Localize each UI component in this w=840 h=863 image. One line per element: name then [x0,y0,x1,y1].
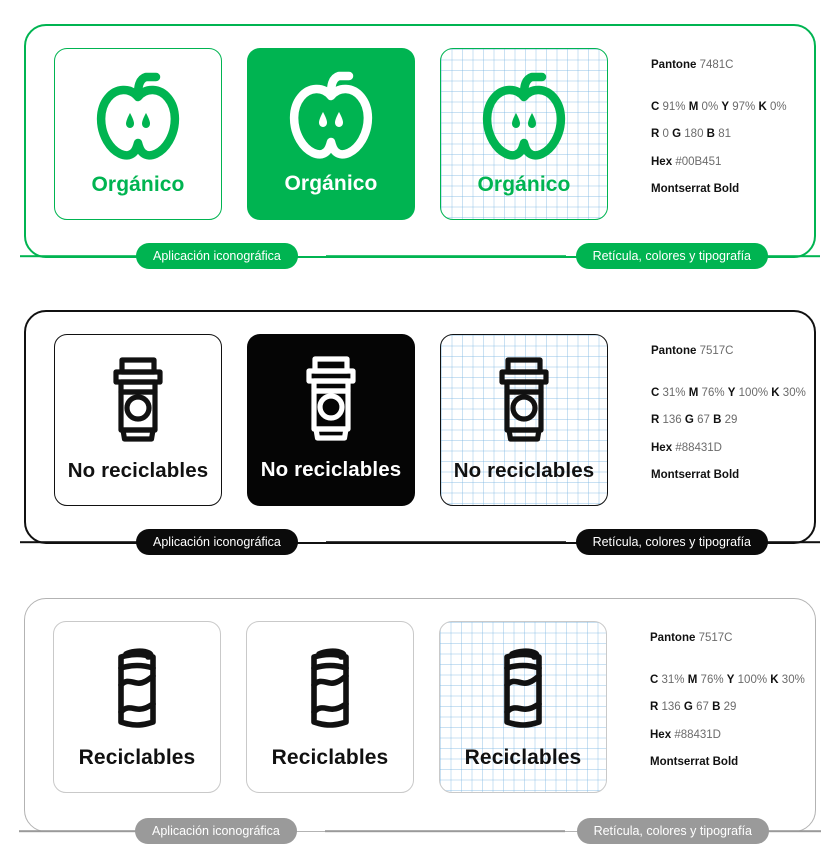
apple-icon [464,63,584,171]
pill-aplicacion-iconografica[interactable]: Aplicación iconográfica [135,818,297,844]
spec-rgb: R 0 G 180 B 81 [651,128,731,140]
spec-column-reciclables: Pantone 7517C C 31% M 76% Y 100% K 30% R… [650,632,840,769]
coffee-cup-icon [271,348,391,456]
pill-reticula-colores-tipografia[interactable]: Retícula, colores y tipografía [575,529,768,555]
spec-typeface: Montserrat Bold [651,469,740,481]
spec-cmyk: C 31% M 76% Y 100% K 30% [650,673,805,686]
soda-can-icon [463,636,583,744]
spec-hex: Hex #00B451 [651,155,722,168]
tile-row-organico: Orgánico Orgánico [54,48,608,220]
spec-pantone: Pantone 7481C [651,59,734,71]
rail-mid [326,541,566,543]
spec-cmyk: C 31% M 76% Y 100% K 30% [651,386,806,399]
tile-row-no-reciclables: No reciclables No rec [54,334,608,506]
tile-no-reciclables-grid[interactable]: No reciclables [440,334,608,506]
tile-caption: Reciclables [464,746,582,769]
tile-reciclables-grid[interactable]: Reciclables [439,621,607,793]
tile-caption: No reciclables [260,458,402,481]
tile-organico-outline[interactable]: Orgánico [54,48,222,220]
apple-icon [271,62,391,170]
rail-mid [325,830,565,832]
pillbar-organico: Aplicación iconográfica Retícula, colore… [20,243,820,269]
pill-reticula-colores-tipografia[interactable]: Retícula, colores y tipografía [576,818,769,844]
pill-reticula-colores-tipografia[interactable]: Retícula, colores y tipografía [575,243,768,269]
rail-left [20,255,145,257]
spec-hex: Hex #88431D [650,728,721,741]
coffee-cup-icon [464,349,584,457]
pillbar-no-reciclables: Aplicación iconográfica Retícula, colore… [20,529,820,555]
soda-can-icon [270,636,390,744]
tile-caption: Reciclables [271,746,389,769]
rail-right [761,830,821,832]
spec-rgb: R 136 G 67 B 29 [650,701,737,713]
apple-icon [78,63,198,171]
spec-typeface: Montserrat Bold [650,756,739,768]
spec-hex: Hex #88431D [651,441,722,454]
spec-typeface: Montserrat Bold [651,183,740,195]
soda-can-icon [77,636,197,744]
tile-no-reciclables-outline[interactable]: No reciclables [54,334,222,506]
tile-caption: Orgánico [91,173,185,196]
tile-reciclables-outline[interactable]: Reciclables [53,621,221,793]
rail-left [19,830,144,832]
rail-right [760,255,820,257]
spec-rgb: R 136 G 67 B 29 [651,414,738,426]
tile-organico-grid[interactable]: Orgánico [440,48,608,220]
spec-pantone: Pantone 7517C [651,345,734,357]
tile-reciclables-solid[interactable]: Reciclables [246,621,414,793]
pill-aplicacion-iconografica[interactable]: Aplicación iconográfica [136,243,298,269]
rail-mid [326,255,566,257]
pill-aplicacion-iconografica[interactable]: Aplicación iconográfica [136,529,298,555]
tile-caption: Reciclables [78,746,196,769]
pillbar-reciclables: Aplicación iconográfica Retícula, colore… [19,818,821,844]
spec-column-no-reciclables: Pantone 7517C C 31% M 76% Y 100% K 30% R… [651,345,840,482]
section-no-reciclables: No reciclables No rec [20,310,820,555]
tile-caption: Orgánico [284,172,378,195]
spec-cmyk: C 91% M 0% Y 97% K 0% [651,100,787,113]
tile-caption: Orgánico [477,173,571,196]
tile-no-reciclables-solid[interactable]: No reciclables [247,334,415,506]
rail-left [20,541,145,543]
section-organico: Orgánico Orgánico [20,24,820,269]
tile-organico-solid[interactable]: Orgánico [247,48,415,220]
spec-column-organico: Pantone 7481C C 91% M 0% Y 97% K 0% R 0 … [651,59,840,196]
tile-caption: No reciclables [67,459,209,482]
tile-row-reciclables: Reciclables Reciclables [53,621,607,793]
coffee-cup-icon [78,349,198,457]
rail-right [760,541,820,543]
spec-pantone: Pantone 7517C [650,632,733,644]
section-reciclables: Reciclables Reciclables [19,598,821,844]
tile-caption: No reciclables [453,459,595,482]
